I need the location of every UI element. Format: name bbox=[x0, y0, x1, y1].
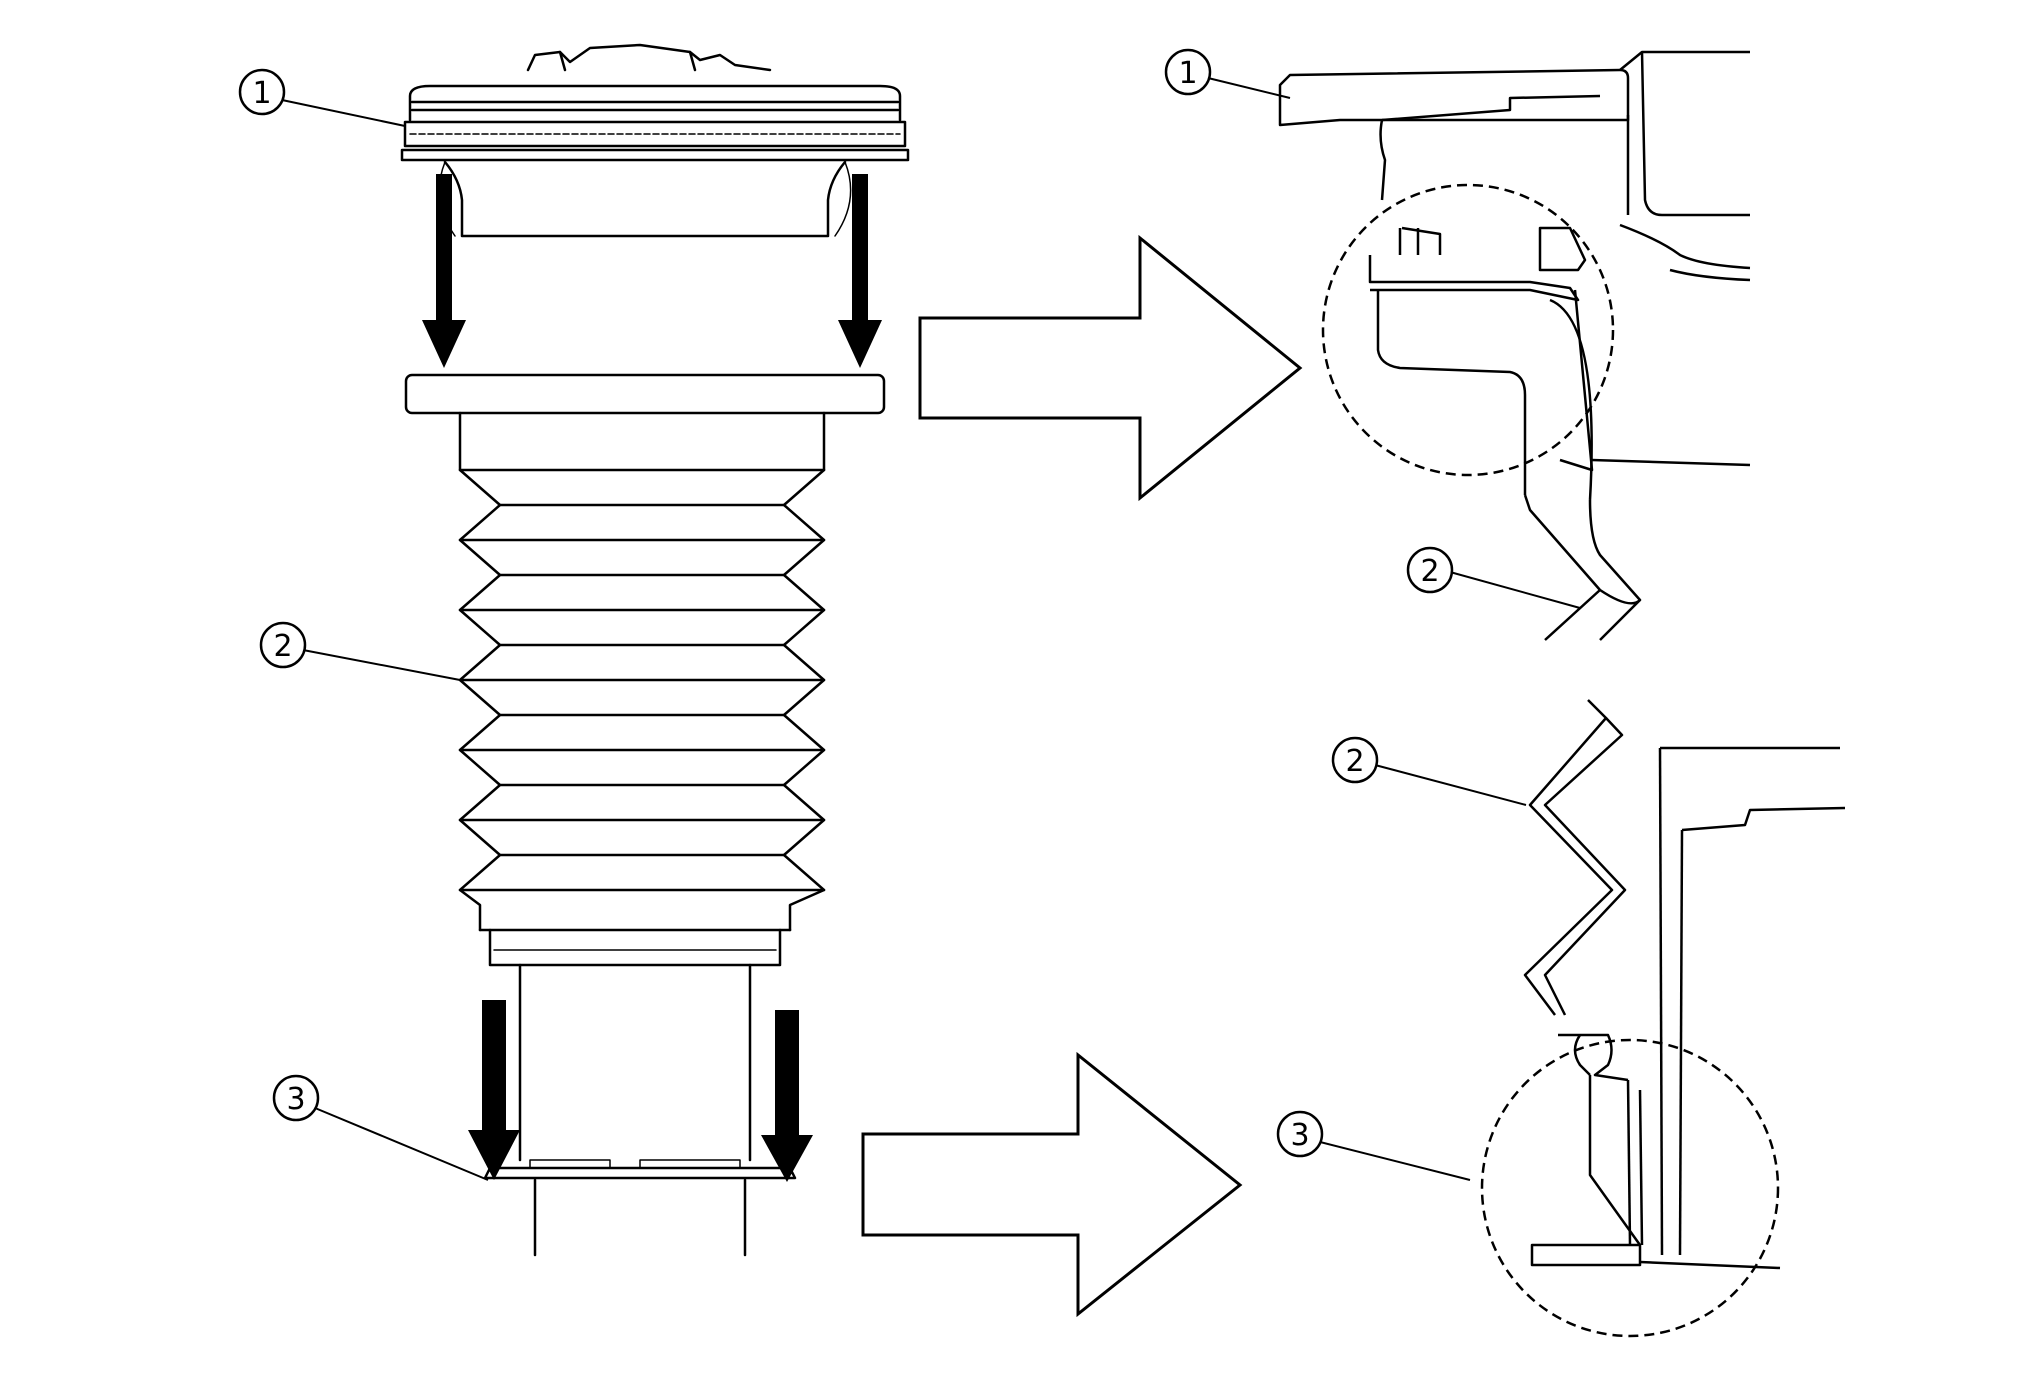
lower-seat bbox=[483, 1159, 797, 1257]
callout-2-detail-top: 2 bbox=[1406, 546, 1454, 594]
detail-circle bbox=[1321, 183, 1615, 477]
callout-3-main: 3 bbox=[272, 1074, 320, 1122]
callout-number: 3 bbox=[1290, 1118, 1309, 1153]
direction-arrows bbox=[861, 234, 1303, 1318]
callout-2-main: 2 bbox=[259, 621, 307, 669]
callout-3-detail-bottom: 3 bbox=[1276, 1110, 1324, 1158]
callouts: 1 2 3 1 2 2 3 bbox=[238, 48, 1454, 1158]
callout-2-detail-bottom: 2 bbox=[1331, 736, 1379, 784]
callout-1-main: 1 bbox=[238, 68, 286, 116]
callout-number: 1 bbox=[1178, 56, 1197, 91]
arrow-down-icon bbox=[422, 174, 466, 368]
detail-circle bbox=[1480, 1038, 1780, 1338]
arrow-down-icon bbox=[761, 1010, 813, 1182]
assembly-arrows bbox=[422, 174, 882, 1182]
callout-number: 2 bbox=[273, 629, 292, 664]
callout-1-detail-top: 1 bbox=[1164, 48, 1212, 96]
callout-number: 3 bbox=[286, 1082, 305, 1117]
detail-top bbox=[1278, 50, 1751, 641]
dust-boot bbox=[404, 373, 886, 1162]
arrow-down-icon bbox=[838, 174, 882, 368]
arrow-down-icon bbox=[468, 1000, 520, 1180]
right-arrow-icon bbox=[861, 1051, 1243, 1318]
detail-bottom bbox=[1480, 699, 1846, 1338]
right-arrow-icon bbox=[918, 234, 1303, 502]
leader-lines bbox=[281, 77, 1581, 1181]
callout-number: 2 bbox=[1420, 554, 1439, 589]
callout-number: 2 bbox=[1345, 744, 1364, 779]
upper-mount bbox=[400, 43, 910, 238]
callout-number: 1 bbox=[252, 76, 271, 111]
